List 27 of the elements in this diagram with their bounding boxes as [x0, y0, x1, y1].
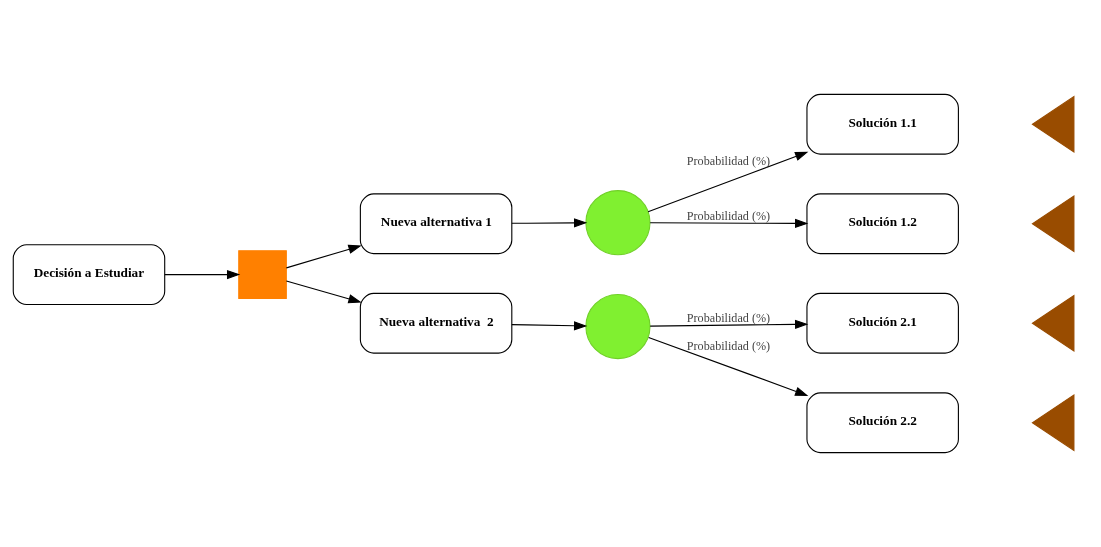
node-box: Solución 1.2 [806, 193, 959, 255]
node-box: Decisión a Estudiar [12, 244, 166, 305]
edge-label: Probabilidad (%) [686, 153, 771, 168]
node-box: Solución 2.2 [806, 392, 959, 454]
arrow [647, 151, 809, 213]
arrow [285, 280, 362, 304]
edge-label: Probabilidad (%) [686, 209, 771, 224]
node-triangle [1031, 195, 1075, 253]
node-box: Nueva alternativa 1 [359, 193, 513, 255]
arrow [164, 269, 241, 280]
node-box: Solución 2.1 [806, 292, 959, 354]
node-box [238, 250, 287, 299]
node-box: Solución 1.1 [806, 93, 959, 155]
edge-label: Probabilidad (%) [686, 310, 771, 325]
edge-label: Probabilidad (%) [686, 338, 771, 353]
arrow [649, 319, 809, 329]
arrow [648, 336, 809, 396]
arrow [511, 218, 588, 228]
node-triangle [1031, 294, 1075, 352]
arrow [511, 321, 588, 331]
arrow [285, 244, 362, 269]
node-circle [585, 293, 651, 360]
arrow [649, 218, 809, 229]
node-triangle [1031, 394, 1075, 452]
node-triangle [1031, 95, 1075, 153]
node-box: Nueva alternativa 2 [359, 292, 513, 354]
node-circle [585, 190, 651, 256]
